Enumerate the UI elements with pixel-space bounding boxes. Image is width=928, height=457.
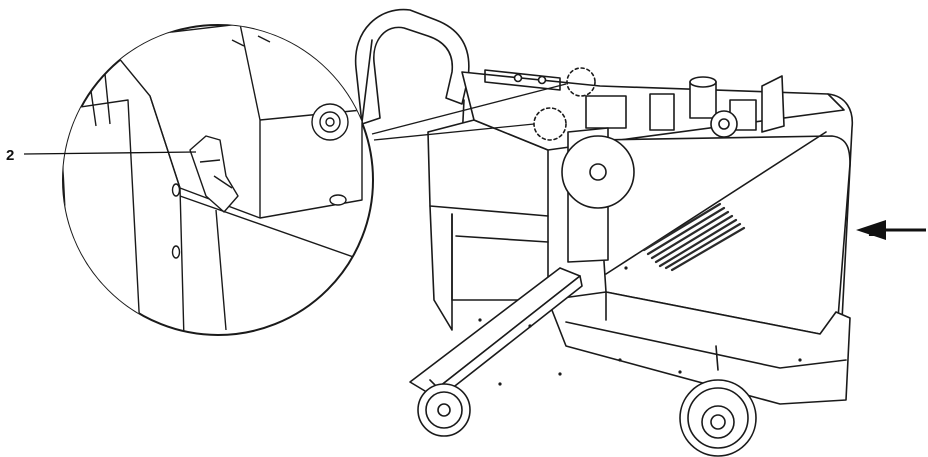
vent-slots	[642, 202, 746, 272]
callout-1: 1	[856, 220, 926, 240]
arrow-left-icon	[856, 220, 926, 240]
callout-2: 2	[6, 147, 197, 164]
magnified-detail	[62, 24, 374, 336]
base-tray	[547, 291, 851, 405]
rear-body	[427, 119, 549, 217]
detail-marker-top	[566, 67, 596, 97]
fold-platform	[409, 267, 581, 395]
callout-2-leader	[23, 151, 197, 155]
detail-leaders	[371, 83, 567, 141]
machine-cart-drawing	[354, 8, 854, 457]
callout-2-number: 2	[6, 147, 14, 164]
push-handle	[354, 8, 470, 125]
